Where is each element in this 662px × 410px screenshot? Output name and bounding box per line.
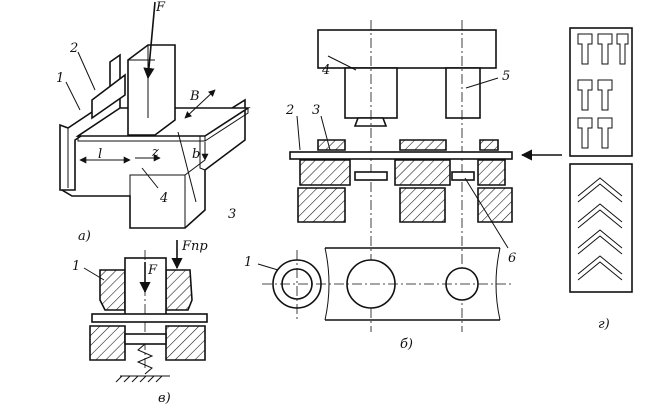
label-b-1: 1 [244, 255, 252, 270]
label-a-1: 1 [56, 71, 64, 86]
label-a-2: 2 [69, 41, 78, 56]
label-b-3: 3 [312, 103, 320, 118]
label-a-3: 3 [228, 207, 236, 222]
panel-a-isometric-die: F 1 2 3 4 B b l z а) [56, 0, 251, 244]
panel-g-caption: г) [598, 317, 610, 332]
panel-a-caption: а) [78, 229, 91, 244]
label-a-z: z [151, 145, 159, 160]
label-a-force: F [155, 0, 166, 15]
panel-g-strip-layouts: г) [569, 27, 633, 332]
label-a-B: B [189, 89, 200, 104]
label-b-2: 2 [285, 103, 294, 118]
panel-b-caption: б) [400, 337, 413, 352]
label-b-6: 6 [508, 251, 516, 266]
panel-v-section: 1 F Fпр в) [72, 239, 208, 406]
label-a-l: l [98, 147, 102, 162]
label-b-4: 4 [321, 63, 330, 78]
panel-b-progressive-die: 1 2 3 4 5 6 б) [244, 20, 562, 352]
label-v-force-pr: Fпр [181, 239, 208, 254]
label-v-force: F [147, 263, 158, 278]
label-a-4: 4 [159, 191, 168, 206]
panel-v-caption: в) [158, 391, 171, 406]
label-b-5: 5 [502, 69, 510, 84]
label-a-b: b [192, 147, 200, 162]
label-v-1: 1 [72, 259, 80, 274]
